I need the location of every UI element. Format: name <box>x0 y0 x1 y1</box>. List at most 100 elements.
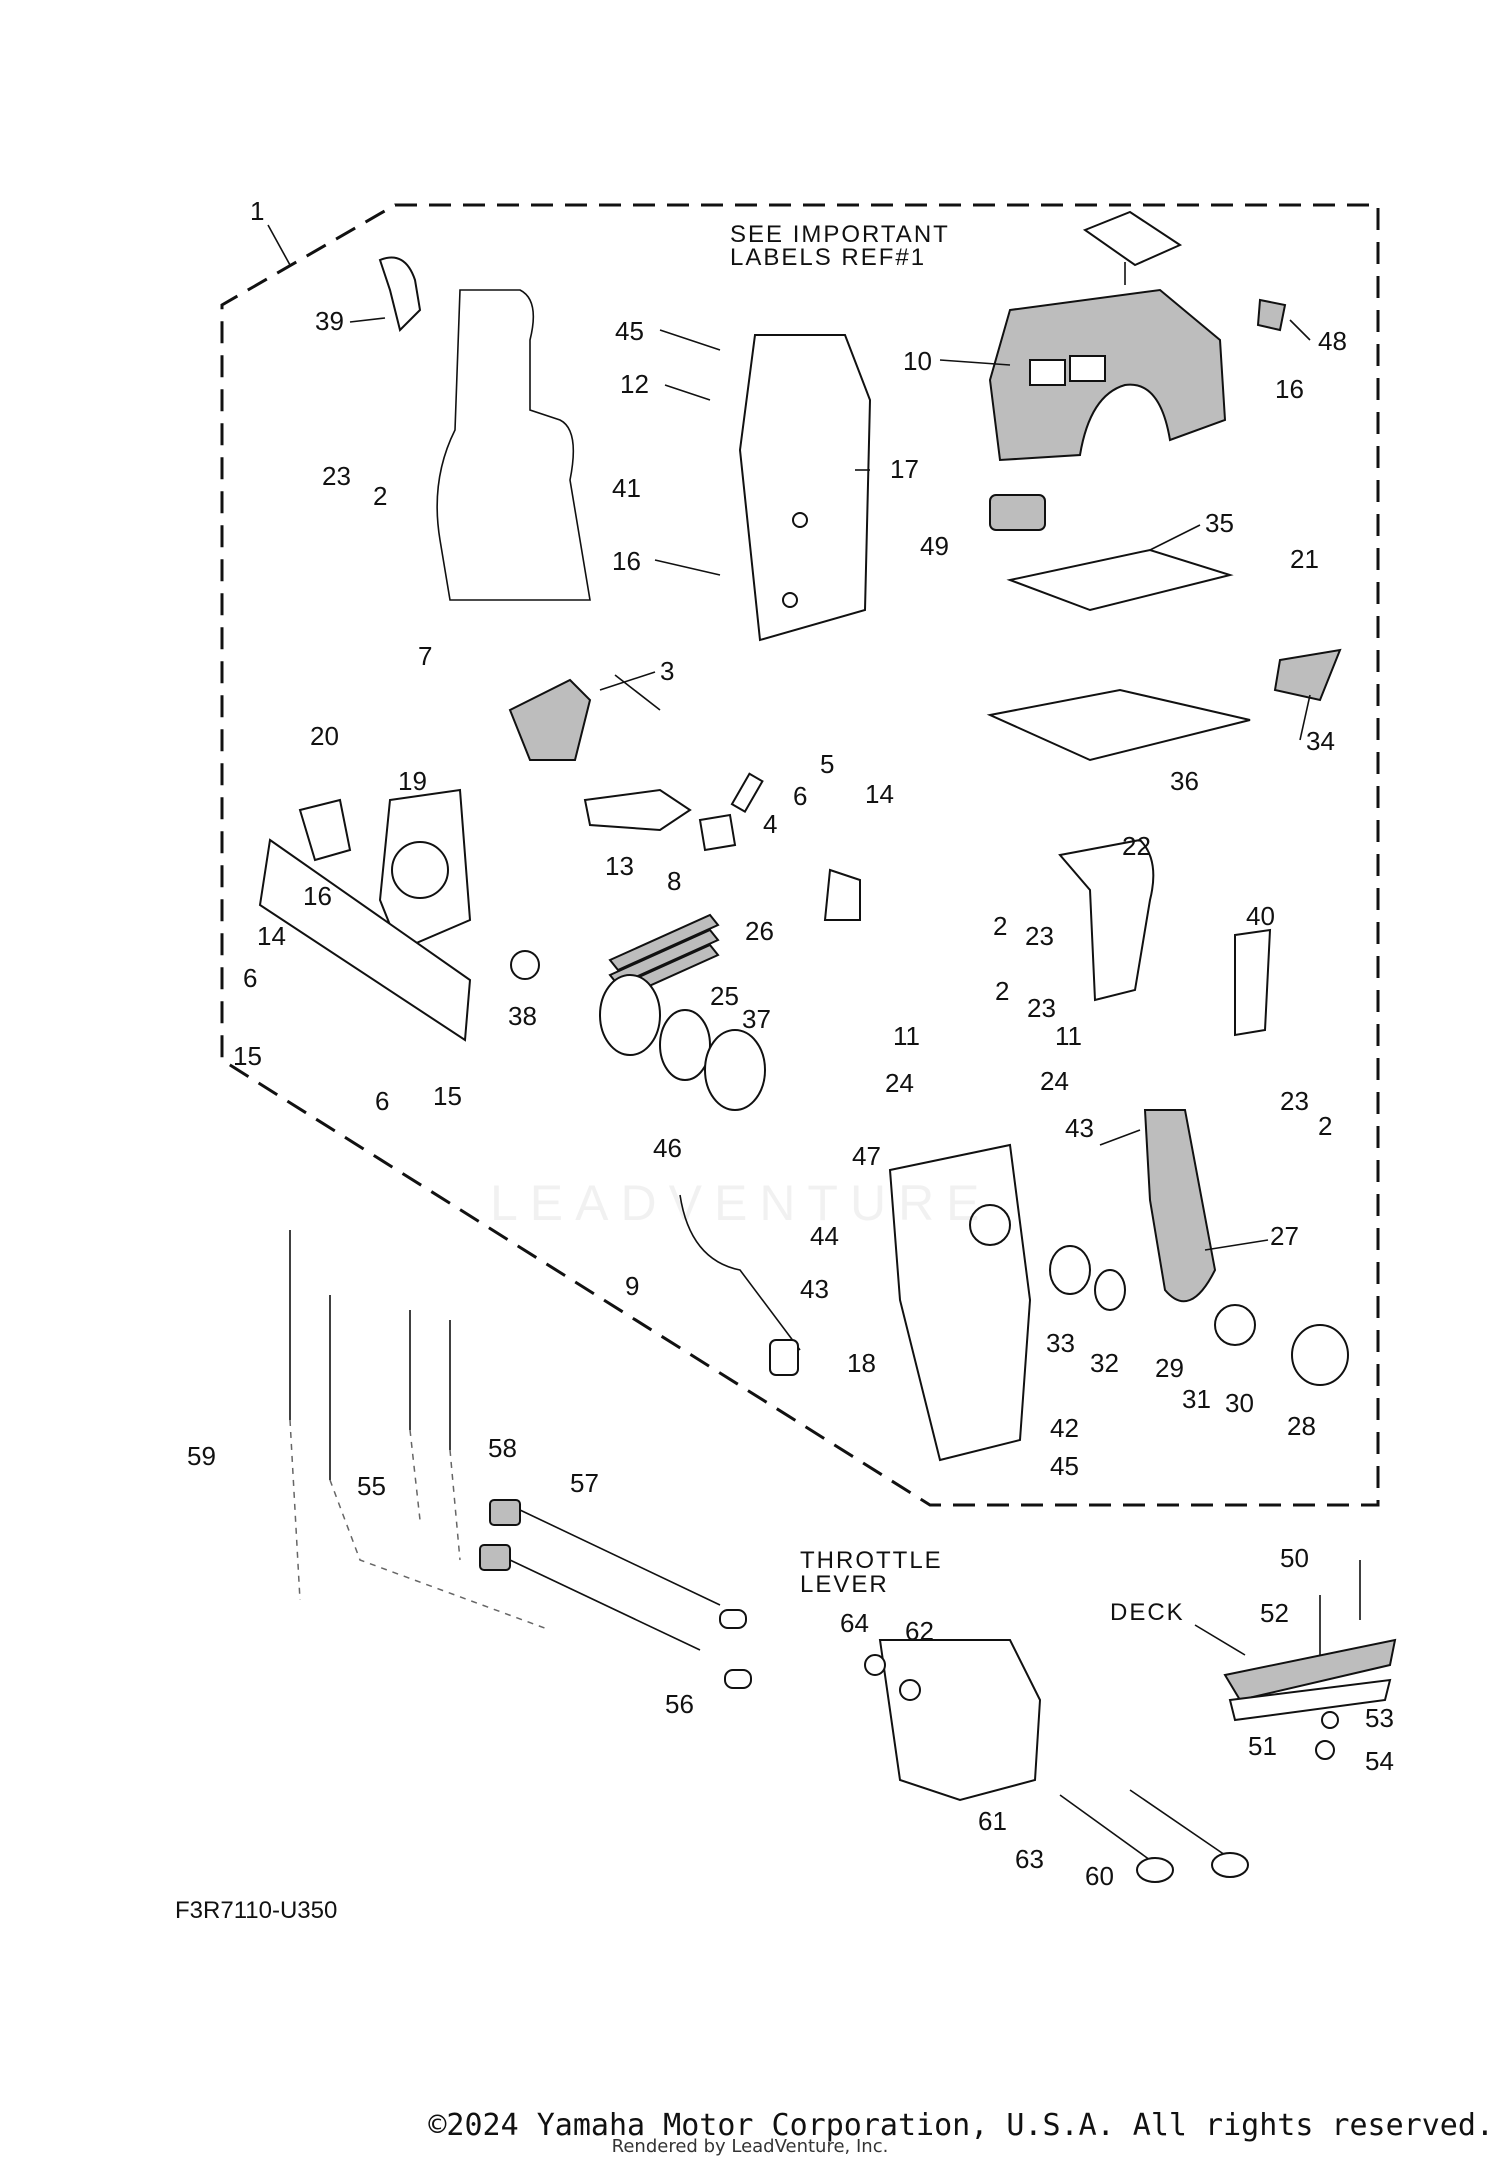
callout: 62 <box>905 1616 934 1646</box>
throttle-lever-label-2: LEVER <box>800 1571 889 1598</box>
callout: 16 <box>612 546 641 576</box>
callout: 59 <box>187 1441 216 1471</box>
callout: 64 <box>840 1608 869 1638</box>
callout-labels: 1 39 23 2 45 12 41 16 17 10 48 16 49 35 … <box>187 196 1394 1891</box>
callout: 43 <box>800 1274 829 1304</box>
cover-40 <box>1234 928 1272 1037</box>
callout: 24 <box>1040 1066 1069 1096</box>
connector-58 <box>489 1499 521 1526</box>
ring-33 <box>1049 1245 1091 1295</box>
callout: 25 <box>710 981 739 1011</box>
callout: 41 <box>612 473 641 503</box>
throttle-lever-label-1: THROTTLE <box>800 1547 943 1574</box>
callout: 15 <box>433 1081 462 1111</box>
callout: 14 <box>865 779 894 809</box>
bracket-35 <box>1006 548 1234 612</box>
ring-25 <box>599 974 661 1056</box>
callout: 22 <box>1122 831 1151 861</box>
arm-13 <box>583 788 692 832</box>
callout: 43 <box>1065 1113 1094 1143</box>
callout: 2 <box>373 481 387 511</box>
callout: 31 <box>1182 1384 1211 1414</box>
lever-plate <box>258 838 472 1042</box>
bolt-60a <box>1059 1794 1151 1861</box>
callout: 5 <box>820 749 834 779</box>
callout: 2 <box>995 976 1009 1006</box>
callout: 45 <box>615 316 644 346</box>
callout: 40 <box>1246 901 1275 931</box>
lever-arm-27 <box>1143 1109 1217 1303</box>
callout: 51 <box>1248 1731 1277 1761</box>
connector-57 <box>479 1544 511 1571</box>
callout: 56 <box>665 1689 694 1719</box>
callout: 37 <box>742 1004 771 1034</box>
cap-48 <box>1256 298 1287 332</box>
callout: 55 <box>357 1471 386 1501</box>
buttons-49 <box>989 494 1046 531</box>
callout: 44 <box>810 1221 839 1251</box>
callout: 53 <box>1365 1703 1394 1733</box>
knob-38 <box>510 950 540 980</box>
callout: 17 <box>890 454 919 484</box>
callout: 60 <box>1085 1861 1114 1891</box>
gear-37 <box>659 1009 711 1081</box>
diagram-code: F3R7110-U350 <box>175 1897 337 1924</box>
ring-32 <box>1094 1269 1126 1311</box>
callout: 20 <box>310 721 339 751</box>
callout: 32 <box>1090 1348 1119 1378</box>
callout: 49 <box>920 531 949 561</box>
washer-53 <box>1321 1711 1339 1729</box>
callout: 12 <box>620 369 649 399</box>
cover-10 <box>988 288 1227 462</box>
lever-housing-outline <box>436 289 591 601</box>
callout: 54 <box>1365 1746 1394 1776</box>
callout: 23 <box>1027 993 1056 1023</box>
clip-34 <box>1273 648 1342 702</box>
callout: 11 <box>893 1021 920 1051</box>
deck-label: DECK <box>1110 1599 1185 1626</box>
callout: 8 <box>667 866 681 896</box>
copyright-notice: ©2024 Yamaha Motor Corporation, U.S.A. A… <box>428 2108 1494 2143</box>
callout: 39 <box>315 306 344 336</box>
callout: 1 <box>250 196 264 226</box>
callout: 61 <box>978 1806 1007 1836</box>
callout: 10 <box>903 346 932 376</box>
callout: 7 <box>418 641 432 671</box>
callout: 36 <box>1170 766 1199 796</box>
callout: 16 <box>1275 374 1304 404</box>
callout: 47 <box>852 1141 881 1171</box>
throttle-lever-unit <box>878 1639 1042 1802</box>
cables-55 <box>409 1310 451 1450</box>
rendered-by-notice: Rendered by LeadVenture, Inc. <box>611 2136 889 2157</box>
callout: 33 <box>1046 1328 1075 1358</box>
callout: 42 <box>1050 1413 1079 1443</box>
callout: 2 <box>1318 1111 1332 1141</box>
gasket-36 <box>986 688 1251 762</box>
strap-51 <box>1228 1678 1392 1722</box>
hook-39 <box>378 256 422 332</box>
plate-17 <box>738 334 872 642</box>
label-sticker <box>1082 210 1183 267</box>
harness-9 <box>679 1194 801 1351</box>
callout: 38 <box>508 1001 537 1031</box>
callout: 23 <box>1280 1086 1309 1116</box>
callout: 50 <box>1280 1543 1309 1573</box>
callout: 58 <box>488 1433 517 1463</box>
callout: 57 <box>570 1468 599 1498</box>
spring-plates-26 <box>608 913 720 1002</box>
callout: 6 <box>793 781 807 811</box>
callout: 48 <box>1318 326 1347 356</box>
end-56b <box>724 1669 752 1689</box>
callout: 16 <box>303 881 332 911</box>
callout: 2 <box>993 911 1007 941</box>
callout: 26 <box>745 916 774 946</box>
callout: 6 <box>375 1086 389 1116</box>
end-56a <box>719 1609 747 1629</box>
bolt-60b <box>1129 1789 1226 1856</box>
washer-37 <box>704 1029 766 1111</box>
callout: 35 <box>1205 508 1234 538</box>
callout: 30 <box>1225 1388 1254 1418</box>
hub-29 <box>1214 1304 1256 1346</box>
cam-3 <box>508 678 592 761</box>
